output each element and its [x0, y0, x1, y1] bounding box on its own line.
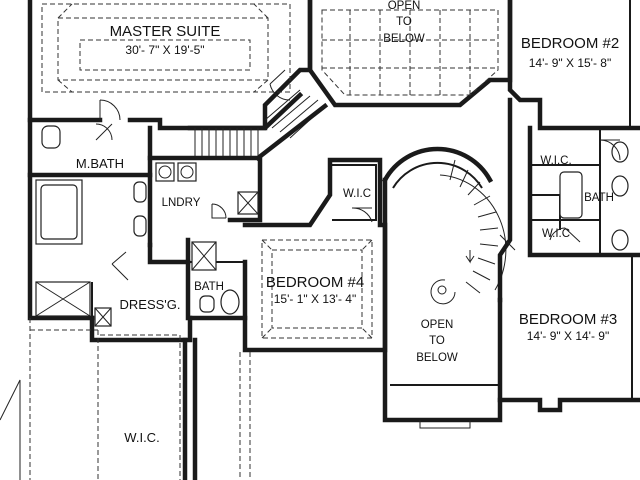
wic-master-name: W.I.C. [124, 430, 159, 445]
open-to-below-stair [381, 146, 507, 429]
center-bath [185, 237, 248, 321]
dressing-name: DRESS'G. [120, 297, 181, 312]
laundry [147, 155, 263, 265]
master-suite-dims: 30'- 7" X 19'-5" [125, 43, 204, 57]
open-stair-line2: TO [429, 335, 445, 347]
stairs-upper [187, 89, 329, 162]
bedroom-4-name: BEDROOM #4 [266, 274, 364, 291]
bedroom-3-name: BEDROOM #3 [519, 311, 617, 328]
bedroom-2 [507, 0, 640, 131]
bedroom-2-dims: 14'- 9" X 15'- 8" [529, 56, 611, 70]
right-wing [497, 97, 640, 303]
bath-right-name: BATH [584, 192, 614, 204]
wic-center-name: W.I.C [343, 188, 371, 200]
laundry-name: LNDRY [162, 197, 201, 209]
bedroom-3-dims: 14'- 9" X 14'- 9" [527, 329, 609, 343]
wic-master [0, 318, 251, 480]
open-stair-line3: BELOW [416, 352, 458, 364]
wic-right-lower-name: W.I.C [542, 228, 570, 240]
master-bath-name: M.BATH [76, 156, 124, 171]
bedroom-3 [497, 255, 640, 413]
master-bath [27, 117, 153, 321]
wic-center [332, 164, 377, 223]
bedroom-2-name: BEDROOM #2 [521, 35, 619, 52]
open-top-line1: OPEN [388, 0, 421, 12]
master-suite-name: MASTER SUITE [110, 23, 221, 40]
open-top-line2: TO [396, 16, 412, 28]
open-top-line3: BELOW [383, 33, 425, 45]
bedroom-4-dims: 15'- 1" X 13'- 4" [274, 292, 356, 306]
dressing-area [89, 282, 198, 480]
bedroom-4 [242, 157, 388, 353]
wic-right-upper-name: W.I.C. [540, 155, 571, 167]
bath-center-name: BATH [194, 281, 224, 293]
open-stair-line1: OPEN [421, 319, 454, 331]
master-suite [27, 0, 313, 131]
